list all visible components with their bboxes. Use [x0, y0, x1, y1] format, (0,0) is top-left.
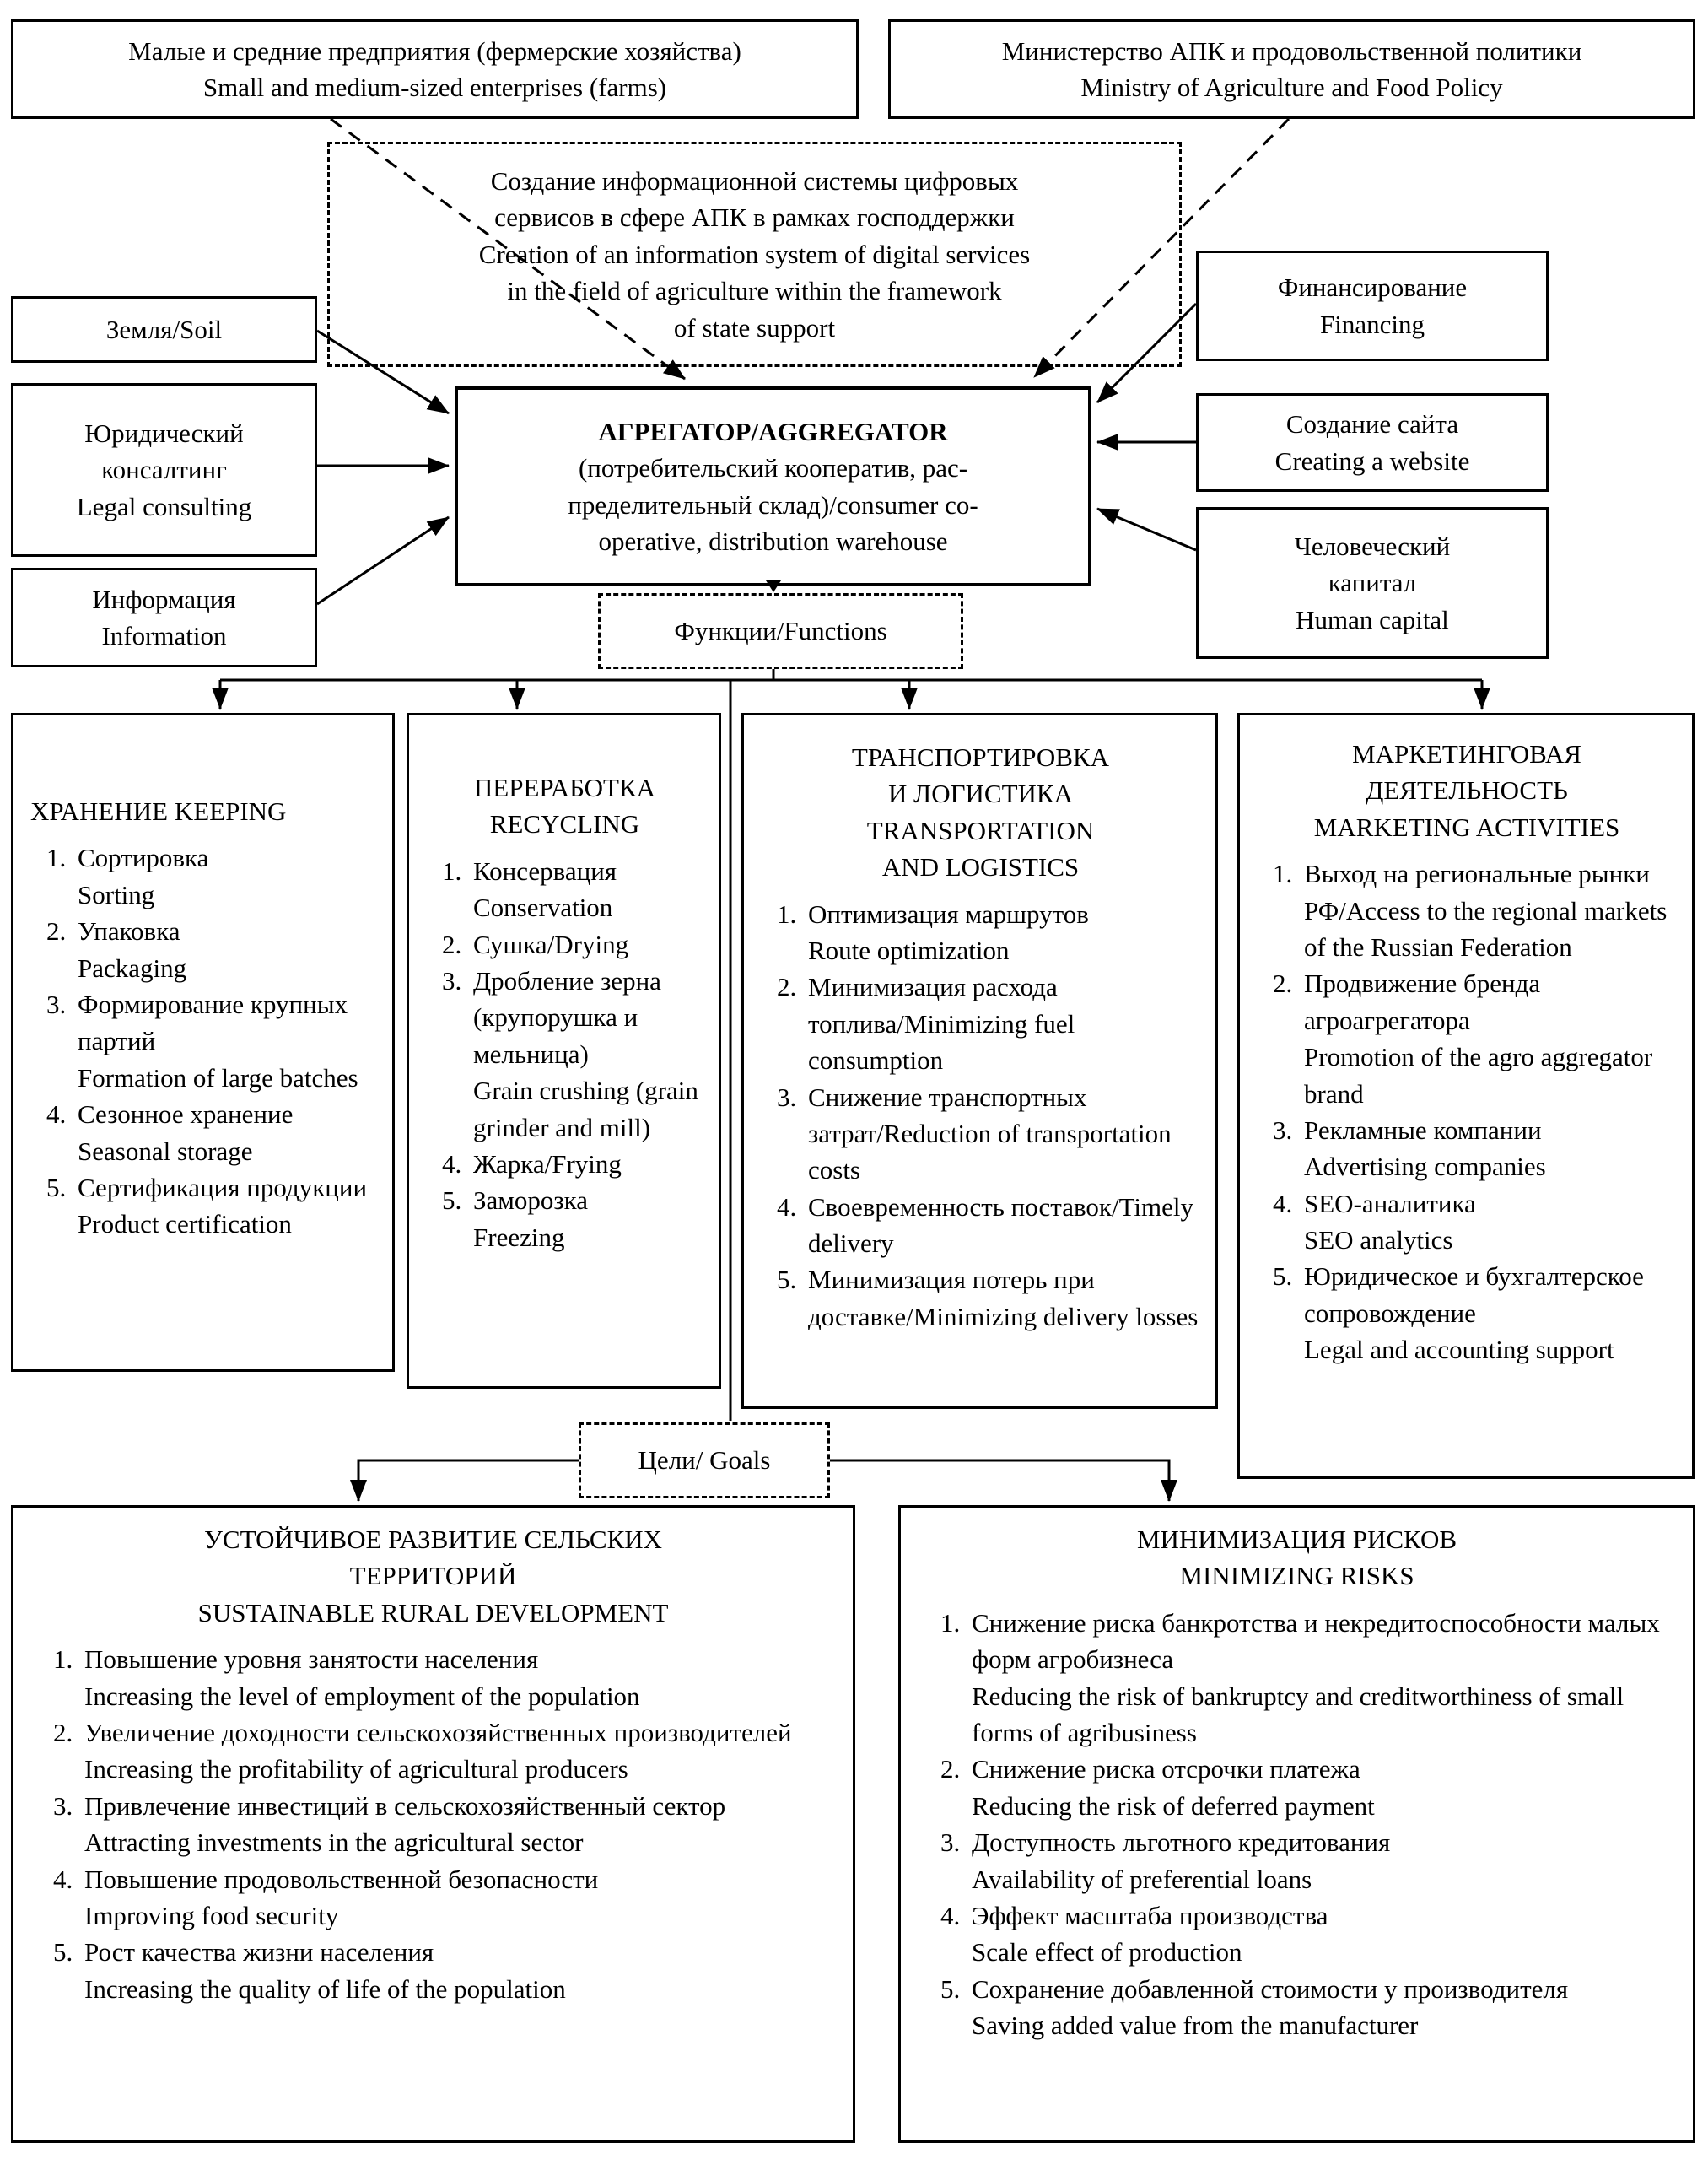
list-item: Рост качества жизни населения Increasing…	[79, 1934, 834, 2007]
function-box-keeping: ХРАНЕНИЕ KEEPING Сортировка Sorting Упак…	[11, 713, 395, 1372]
list-item: Выход на региональные рынки РФ/Access to…	[1299, 856, 1682, 965]
node-human-capital: Человеческий капитал Human capital	[1196, 507, 1549, 659]
node-ministry: Министерство АПК и продовольственной пол…	[888, 19, 1695, 119]
arrow-humancapital-to-aggregator	[1096, 507, 1197, 552]
list-item: Юридическое и бухгалтерское сопровождени…	[1299, 1258, 1682, 1368]
function-list-recycling: Консервация Conservation Сушка/Drying Др…	[421, 853, 709, 1255]
function-title-recycling: ПЕРЕРАБОТКА RECYCLING	[473, 773, 656, 839]
list-item: Оптимизация маршрутов Route optimization	[803, 896, 1205, 969]
node-soil: Земля/Soil	[11, 296, 317, 363]
function-title-marketing: МАРКЕТИНГОВАЯ ДЕЯТЕЛЬНОСТЬ MARKETING ACT…	[1313, 739, 1620, 842]
list-item: Продвижение бренда агроагрегатора Promot…	[1299, 965, 1682, 1112]
list-item: Минимизация расхода топлива/Minimizing f…	[803, 969, 1205, 1078]
arrow-information-to-aggregator	[316, 515, 450, 606]
goal-list-rural-development: Повышение уровня занятости населения Inc…	[32, 1641, 834, 2007]
goals-right-connector	[830, 1459, 1177, 1502]
node-legal-consulting: Юридический консалтинг Legal consulting	[11, 383, 317, 557]
node-website: Создание сайта Creating a website	[1196, 393, 1549, 492]
list-item: Сезонное хранение Seasonal storage	[73, 1096, 382, 1169]
node-aggregator: АГРЕГАТОР/AGGREGATOR (потребительский ко…	[455, 386, 1091, 586]
node-functions-label: Функции/Functions	[598, 593, 963, 669]
list-item: Снижение транспортных затрат/Reduction o…	[803, 1079, 1205, 1189]
list-item: Консервация Conservation	[468, 853, 709, 926]
node-digital-system: Создание информационной системы цифровых…	[327, 142, 1182, 367]
function-list-transportation: Оптимизация маршрутов Route optimization…	[756, 896, 1205, 1336]
function-box-recycling: ПЕРЕРАБОТКА RECYCLING Консервация Conser…	[407, 713, 721, 1389]
list-item: Заморозка Freezing	[468, 1182, 709, 1255]
list-item: SEO-аналитика SEO analytics	[1299, 1185, 1682, 1259]
goal-list-minimizing-risks: Снижение риска банкротства и некредитосп…	[919, 1605, 1674, 2044]
list-item: Сохранение добавленной стоимости у произ…	[967, 1971, 1674, 2044]
list-item: Привлечение инвестиций в сельскохозяйств…	[79, 1788, 834, 1861]
function-list-keeping: Сортировка Sorting Упаковка Packaging Фо…	[25, 839, 382, 1242]
function-title-keeping: ХРАНЕНИЕ KEEPING	[30, 796, 287, 826]
node-financing: Финансирование Financing	[1196, 251, 1549, 361]
node-goals-label: Цели/ Goals	[579, 1422, 830, 1498]
list-item: Увеличение доходности сельскохозяйственн…	[79, 1714, 834, 1788]
goal-title-minimizing-risks: МИНИМИЗАЦИЯ РИСКОВ MINIMIZING RISKS	[1136, 1525, 1457, 1591]
aggregator-title: АГРЕГАТОР/AGGREGATOR	[598, 416, 948, 446]
function-list-marketing: Выход на региональные рынки РФ/Access to…	[1252, 856, 1682, 1368]
list-item: Сертификация продукции Product certifica…	[73, 1169, 382, 1243]
function-title-transportation: ТРАНСПОРТИРОВКА И ЛОГИСТИКА TRANSPORTATI…	[851, 742, 1110, 882]
goal-box-rural-development: УСТОЙЧИВОЕ РАЗВИТИЕ СЕЛЬСКИХ ТЕРРИТОРИЙ …	[11, 1505, 855, 2143]
goal-box-minimizing-risks: МИНИМИЗАЦИЯ РИСКОВ MINIMIZING RISKS Сниж…	[898, 1505, 1695, 2143]
list-item: Формирование крупных партий Formation of…	[73, 986, 382, 1096]
node-sme: Малые и средние предприятия (фермерские …	[11, 19, 859, 119]
list-item: Снижение риска отсрочки платежа Reducing…	[967, 1751, 1674, 1824]
list-item: Жарка/Frying	[468, 1146, 709, 1182]
function-box-transportation: ТРАНСПОРТИРОВКА И ЛОГИСТИКА TRANSPORTATI…	[741, 713, 1218, 1409]
list-item: Своевременность поставок/Timely delivery	[803, 1189, 1205, 1262]
function-box-marketing: МАРКЕТИНГОВАЯ ДЕЯТЕЛЬНОСТЬ MARKETING ACT…	[1237, 713, 1695, 1479]
list-item: Эффект масштаба производства Scale effec…	[967, 1897, 1674, 1971]
list-item: Дробление зерна (крупорушка и мельница) …	[468, 963, 709, 1146]
aggregator-subtitle: (потребительский кооператив, рас- предел…	[568, 453, 978, 556]
list-item: Снижение риска банкротства и некредитосп…	[967, 1605, 1674, 1751]
list-item: Сушка/Drying	[468, 926, 709, 963]
list-item: Доступность льготного кредитования Avail…	[967, 1824, 1674, 1897]
node-information: Информация Information	[11, 568, 317, 667]
list-item: Упаковка Packaging	[73, 913, 382, 986]
list-item: Рекламные компании Advertising companies	[1299, 1112, 1682, 1185]
goals-left-connector	[350, 1459, 579, 1502]
list-item: Сортировка Sorting	[73, 839, 382, 913]
list-item: Минимизация потерь при доставке/Minimizi…	[803, 1261, 1205, 1335]
list-item: Повышение уровня занятости населения Inc…	[79, 1641, 834, 1714]
list-item: Повышение продовольственной безопасности…	[79, 1861, 834, 1935]
goal-title-rural-development: УСТОЙЧИВОЕ РАЗВИТИЕ СЕЛЬСКИХ ТЕРРИТОРИЙ …	[197, 1525, 669, 1627]
